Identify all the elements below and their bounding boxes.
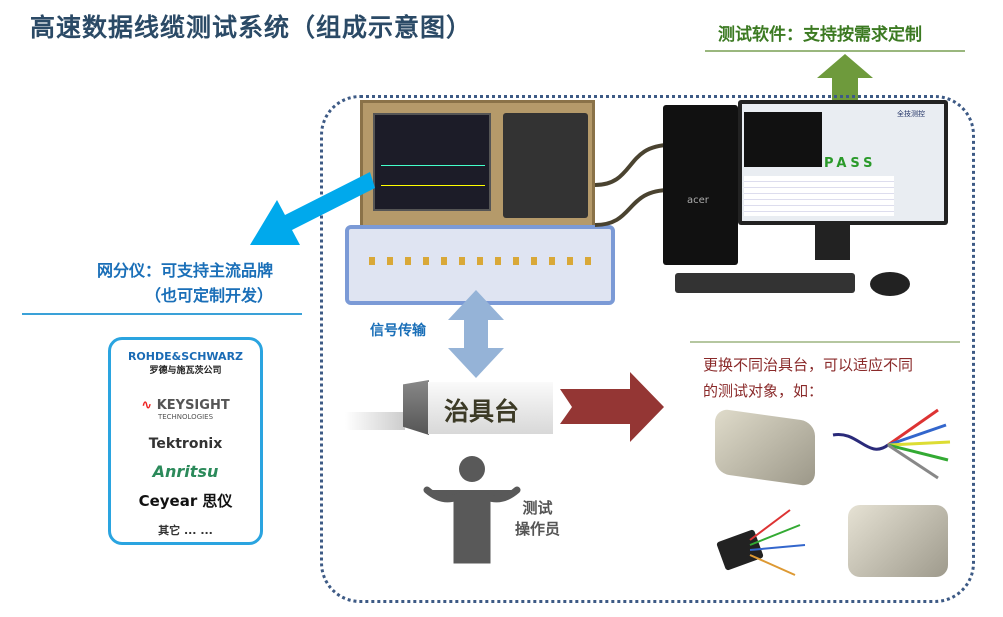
mouse — [870, 272, 910, 296]
cables — [595, 143, 671, 227]
operator-label-line2: 操作员 — [515, 520, 561, 538]
divider — [705, 50, 965, 52]
monitor: PASS 全技测控 — [738, 100, 948, 225]
software-screen: PASS 全技测控 — [742, 104, 944, 221]
divider — [22, 313, 302, 315]
fixture-swap-note: 更换不同治具台，可以适应不同 的测试对象，如： — [703, 352, 963, 404]
blue-arrow-icon — [250, 172, 375, 245]
system-frame — [320, 95, 975, 603]
keyboard — [675, 273, 855, 293]
signal-label: 信号传输 — [370, 323, 426, 339]
vna-instrument — [360, 100, 595, 228]
divider — [690, 341, 960, 343]
logo-anritsu: Anritsu — [152, 462, 219, 481]
fixture-shadow — [345, 412, 405, 430]
fixture-label: 治具台 — [444, 397, 520, 426]
vna-label-line2: （也可定制开发） — [144, 286, 273, 305]
vna-label: 网分仪：可支持主流品牌 （也可定制开发） — [28, 258, 273, 308]
software-label: 测试软件：支持按需求定制 — [718, 25, 922, 45]
swap-line2: 的测试对象，如： — [703, 382, 824, 400]
logo-tektronix: Tektronix — [148, 436, 223, 452]
fixture-side — [403, 380, 429, 435]
red-arrow-icon — [560, 372, 664, 442]
fixture-example-usb — [715, 407, 815, 488]
other-brands: 其它 ... ... — [158, 524, 213, 537]
pc-brand: acer — [687, 195, 709, 206]
operator-label-line1: 测试 — [522, 499, 553, 517]
page-title: 高速数据线缆测试系统（组成示意图） — [30, 13, 473, 42]
operator-icon — [423, 456, 521, 564]
fixture-box — [428, 382, 553, 434]
vna-screen — [373, 113, 491, 211]
fixture-example-box — [848, 505, 948, 577]
fixture-example-adapter — [716, 509, 806, 576]
operator-label: 测试 操作员 — [515, 498, 560, 540]
pass-status: PASS — [824, 156, 877, 171]
vna-keypad — [503, 113, 588, 218]
app-logo: 全技测控 — [897, 110, 925, 118]
swap-line1: 更换不同治具台，可以适应不同 — [703, 356, 914, 374]
fixture-example-cable-harness — [832, 408, 951, 480]
logo-ceyear: Ceyear 思仪 — [138, 492, 233, 510]
double-arrow-icon — [448, 290, 504, 378]
green-up-arrow-icon — [817, 54, 873, 102]
vna-label-line1: 网分仪：可支持主流品牌 — [96, 261, 273, 280]
pc-tower: acer — [663, 105, 738, 265]
monitor-stand — [815, 225, 850, 260]
